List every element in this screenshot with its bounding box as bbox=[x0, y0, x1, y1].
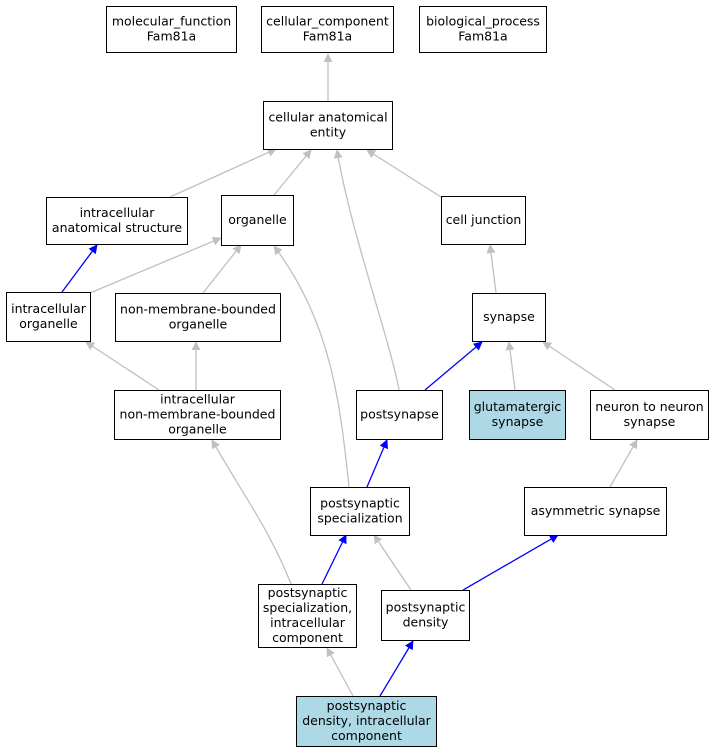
node-label-line: cellular_component bbox=[266, 14, 389, 29]
edge-part-of-postsynaptic-density-intracellular-component-to-postsynaptic-density bbox=[379, 640, 414, 697]
edge-is-a-cell-junction-to-cellular-anatomical-entity bbox=[366, 149, 442, 198]
edge-part-of-postsynapse-to-synapse bbox=[424, 341, 483, 391]
node-box[interactable] bbox=[524, 487, 667, 536]
node-label-line: glutamatergic bbox=[474, 399, 562, 414]
node-label-line: postsynaptic bbox=[386, 600, 466, 615]
node-label-line: non-membrane-bounded bbox=[120, 407, 276, 422]
node-label-line: Fam81a bbox=[458, 29, 507, 44]
node-label-line: Fam81a bbox=[147, 29, 196, 44]
node-asymmetric-synapse[interactable]: asymmetric synapse bbox=[524, 487, 667, 536]
edge-is-a-glutamatergic-synapse-to-synapse bbox=[505, 341, 516, 391]
edge-is-a-non-membrane-bounded-organelle-to-organelle bbox=[202, 244, 242, 294]
node-box[interactable] bbox=[469, 390, 566, 440]
node-label-line: asymmetric synapse bbox=[531, 503, 661, 518]
node-label-line: intracellular bbox=[160, 392, 236, 407]
edge-is-a-postsynaptic-specialization-to-organelle bbox=[273, 245, 350, 488]
edge-part-of-postsynaptic-specialization-intracellular-component-to-postsynaptic-specialization bbox=[321, 534, 347, 585]
node-label-line: specialization, bbox=[263, 600, 352, 615]
node-label-line: organelle bbox=[19, 316, 78, 331]
node-box[interactable] bbox=[46, 197, 188, 245]
node-label-line: neuron to neuron bbox=[595, 399, 703, 414]
node-box[interactable] bbox=[381, 590, 470, 641]
node-postsynapse[interactable]: postsynapse bbox=[356, 390, 443, 440]
node-label-line: postsynapse bbox=[360, 407, 439, 422]
node-box[interactable] bbox=[115, 293, 281, 342]
edge-is-a-intracellular-non-membrane-bounded-organelle-to-intracellular-organelle bbox=[85, 341, 160, 391]
edge-is-a-organelle-to-cellular-anatomical-entity bbox=[273, 149, 312, 196]
node-label-line: component bbox=[272, 630, 343, 645]
node-box[interactable] bbox=[356, 390, 443, 440]
node-box[interactable] bbox=[472, 293, 546, 342]
edge-is-a-intracellular-anatomical-structure-to-cellular-anatomical-entity bbox=[169, 148, 277, 198]
node-label-line: organelle bbox=[168, 422, 227, 437]
node-box[interactable] bbox=[221, 195, 294, 246]
edge-is-a-postsynaptic-density-intracellular-component-to-postsynaptic-specialization-intracellular-component bbox=[326, 647, 354, 697]
node-box[interactable] bbox=[258, 584, 357, 648]
node-label-line: anatomical structure bbox=[52, 220, 182, 235]
edge-layer bbox=[61, 53, 638, 697]
node-box[interactable] bbox=[114, 390, 281, 440]
node-synapse[interactable]: synapse bbox=[472, 293, 546, 342]
node-label-line: postsynaptic bbox=[320, 496, 400, 511]
node-label-line: density bbox=[403, 615, 449, 630]
edge-is-a-postsynaptic-specialization-intracellular-component-to-intracellular-non-membrane-bounded-organelle bbox=[211, 439, 292, 585]
node-intracellular-non-membrane-bounded-organelle[interactable]: intracellularnon-membrane-boundedorganel… bbox=[114, 390, 281, 440]
node-cell-junction[interactable]: cell junction bbox=[441, 196, 526, 245]
node-label-line: density, intracellular bbox=[302, 713, 431, 728]
node-label-line: organelle bbox=[228, 212, 287, 227]
node-label-line: organelle bbox=[169, 317, 228, 332]
edge-is-a-neuron-to-neuron-synapse-to-synapse bbox=[542, 341, 616, 391]
node-label-line: molecular_function bbox=[112, 14, 231, 29]
edge-part-of-postsynaptic-density-to-asymmetric-synapse bbox=[462, 534, 559, 591]
node-box[interactable] bbox=[106, 6, 237, 53]
node-box[interactable] bbox=[261, 6, 394, 53]
node-label-line: synapse bbox=[624, 414, 676, 429]
node-label-line: intracellular bbox=[80, 205, 156, 220]
node-label-line: non-membrane-bounded bbox=[120, 302, 276, 317]
node-label-line: postsynaptic bbox=[327, 698, 407, 713]
node-label-line: entity bbox=[310, 125, 347, 140]
node-organelle[interactable]: organelle bbox=[221, 195, 294, 246]
node-box[interactable] bbox=[310, 487, 410, 536]
edge-part-of-postsynaptic-specialization-to-postsynapse bbox=[366, 439, 388, 488]
node-box[interactable] bbox=[590, 390, 709, 440]
edge-part-of-intracellular-organelle-to-intracellular-anatomical-structure bbox=[61, 244, 98, 293]
node-label-line: specialization bbox=[317, 511, 402, 526]
node-box[interactable] bbox=[6, 292, 91, 342]
node-box[interactable] bbox=[263, 101, 393, 150]
edge-is-a-postsynaptic-density-to-postsynaptic-specialization bbox=[373, 534, 412, 591]
node-layer: molecular_functionFam81acellular_compone… bbox=[6, 6, 709, 747]
node-label-line: cell junction bbox=[446, 212, 522, 227]
edge-is-a-synapse-to-cell-junction bbox=[486, 244, 497, 294]
node-label-line: synapse bbox=[492, 414, 544, 429]
node-box[interactable] bbox=[419, 6, 547, 53]
node-postsynaptic-specialization-intracellular-component[interactable]: postsynapticspecialization,intracellular… bbox=[258, 584, 357, 648]
node-label-line: Fam81a bbox=[303, 29, 352, 44]
node-box[interactable] bbox=[296, 696, 437, 747]
node-label-line: synapse bbox=[483, 309, 535, 324]
node-box[interactable] bbox=[441, 196, 526, 245]
node-label-line: intracellular bbox=[11, 301, 87, 316]
edge-is-a-intracellular-organelle-to-organelle bbox=[89, 236, 222, 294]
node-label-line: component bbox=[331, 728, 402, 743]
node-label-line: cellular anatomical bbox=[268, 110, 387, 125]
node-label-line: postsynaptic bbox=[268, 585, 348, 600]
edge-is-a-postsynapse-to-cellular-anatomical-entity bbox=[333, 149, 400, 391]
edge-is-a-asymmetric-synapse-to-neuron-to-neuron-synapse bbox=[609, 439, 638, 488]
node-label-line: intracellular bbox=[270, 615, 346, 630]
node-label-line: biological_process bbox=[426, 14, 540, 29]
